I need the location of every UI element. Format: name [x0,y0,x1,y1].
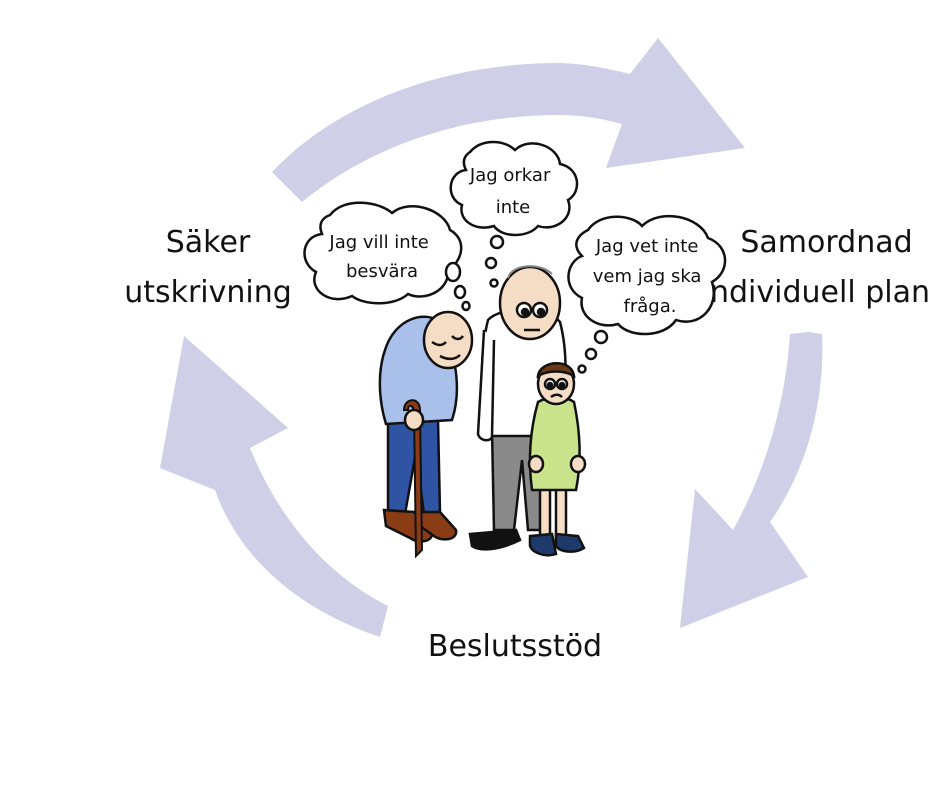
bubble-line: Jag orkar [469,165,551,186]
thought-text-elder: Jag vill inte besvära [328,232,434,282]
thought-dot [484,256,498,270]
label-beslutsstod: Beslutsstöd [427,629,603,664]
thought-dot [489,234,505,250]
bubble-line: Jag vet inte [595,236,699,257]
thought-dot [584,347,598,361]
thought-text-child: Jag vet inte vem jag ska fråga. [593,236,707,317]
cycle-arrow-top [272,38,745,202]
thought-bubble-child [567,214,727,336]
label-line: Samordnad [740,225,913,260]
elderly-person-illustration [378,310,474,559]
label-line: Säker [165,225,251,260]
label-line: ndividuell plan [710,275,930,310]
cycle-arrow-left [160,336,388,637]
label-samordnad-plan: Samordnad ndividuell plan [710,218,943,318]
thought-bubble-man [449,140,579,237]
thought-text-man: Jag orkar inte [469,165,556,218]
thought-dot [593,329,609,345]
label-saker-utskrivning: Säker utskrivning [108,218,308,318]
thought-dot [577,364,587,374]
thought-dot [489,278,499,288]
child-illustration [527,362,587,557]
bubble-line: Jag vill inte [328,232,428,253]
thought-bubble-elder [303,201,463,305]
thought-dot [453,284,467,300]
bubble-line: inte [496,197,531,218]
thought-dot [444,261,462,283]
thought-dot [461,300,471,312]
bubble-line: besvära [346,261,418,282]
label-line: utskrivning [124,275,292,310]
bubble-line: vem jag ska [593,266,702,287]
cycle-arrow-right [680,332,823,628]
bubble-line: fråga. [624,296,677,317]
